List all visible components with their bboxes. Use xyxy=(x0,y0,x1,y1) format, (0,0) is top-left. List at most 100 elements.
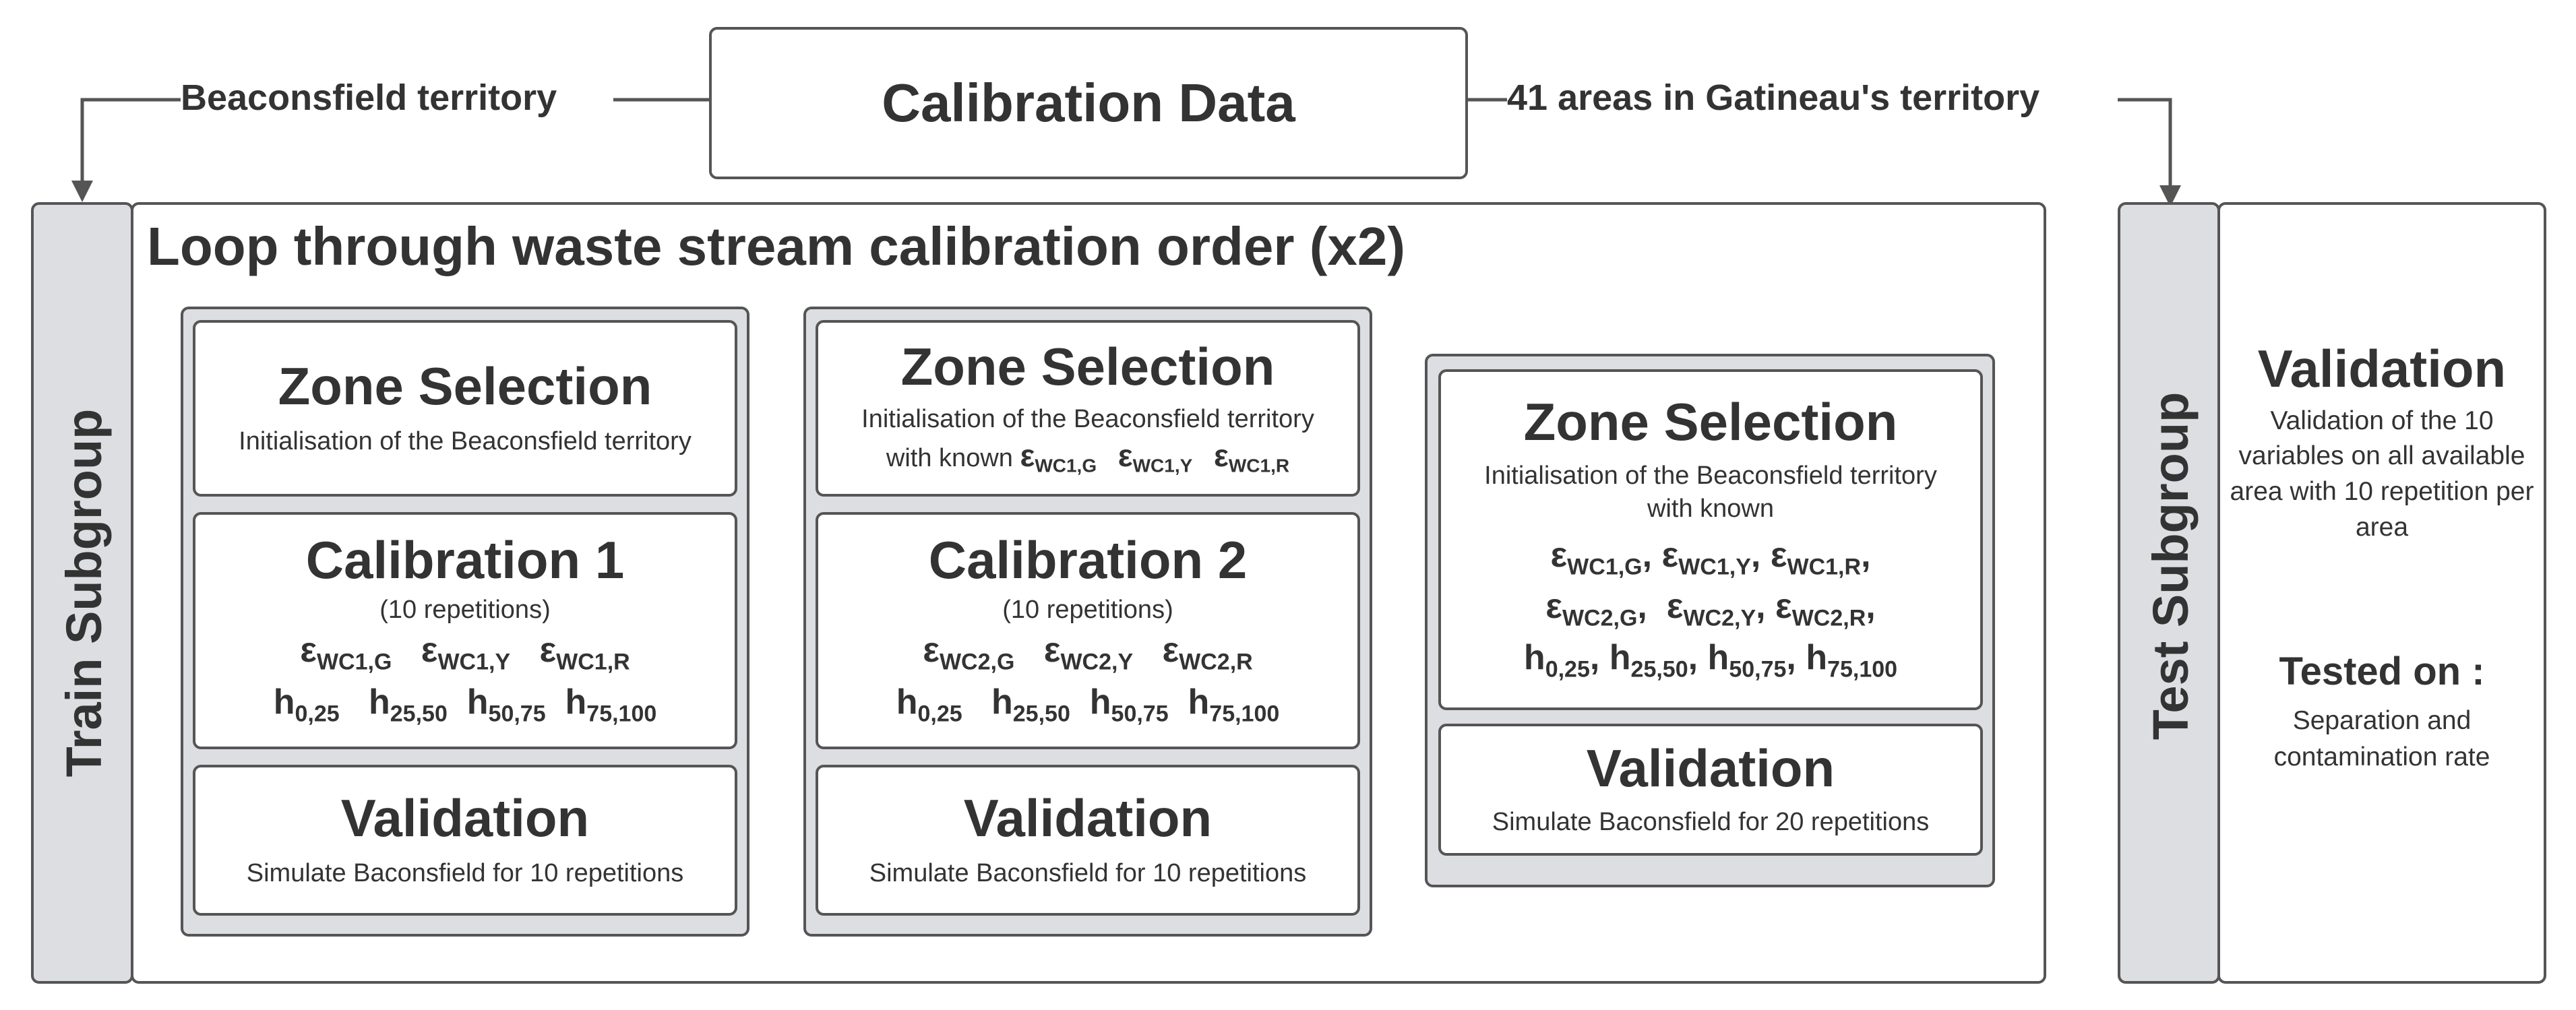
test-val-title: Validation xyxy=(2257,339,2507,398)
connector-right-2 xyxy=(2118,98,2172,185)
stage2-eps-row: εWC2,G εWC2,Y εWC2,R xyxy=(923,627,1252,678)
stage2-calib-title: Calibration 2 xyxy=(928,530,1248,590)
eps-subscript: WC1,R xyxy=(1787,554,1862,580)
train-subgroup-label: Train Subgroup xyxy=(56,408,112,778)
eps-subscript: WC1,R xyxy=(1228,455,1290,476)
eps-symbol: ε xyxy=(1043,631,1061,670)
gatineau-areas-label: 41 areas in Gatineau's territory xyxy=(1507,77,2040,118)
calibration-data-box: Calibration Data xyxy=(709,27,1468,179)
stage2-calib-reps: (10 repetitions) xyxy=(1002,595,1173,624)
test-subgroup-bar xyxy=(2118,202,2220,984)
eps-subscript: WC1,Y xyxy=(1678,554,1751,580)
stage2-zone-text-1: Initialisation of the Beaconsfield terri… xyxy=(861,404,1314,433)
stage3-eps1-row: εWC1,G, εWC1,Y, εWC1,R, xyxy=(1550,535,1871,580)
stage2-h-row: h0,25 h25,50 h50,75 h75,100 xyxy=(896,678,1280,730)
eps-symbol: ε xyxy=(1545,587,1562,627)
calibration-data-title: Calibration Data xyxy=(882,73,1295,133)
arrowhead-test xyxy=(2159,185,2181,207)
eps-symbol: ε xyxy=(1666,587,1684,627)
arrowhead-train xyxy=(71,181,93,202)
stage2-calibration: Calibration 2 (10 repetitions) εWC2,G εW… xyxy=(816,512,1360,749)
h-subscript: 0,25 xyxy=(295,700,340,726)
stage1-zone-title: Zone Selection xyxy=(278,356,652,416)
eps-subscript: WC1,G xyxy=(316,649,392,675)
eps-subscript: WC2,G xyxy=(939,649,1015,675)
h-subscript: 75,100 xyxy=(586,700,657,726)
tested-on-text: Separation and contamination rate xyxy=(2273,705,2490,772)
test-panel xyxy=(2217,202,2546,984)
stage2-val-title: Validation xyxy=(963,788,1213,848)
eps-subscript: WC1,G xyxy=(1035,455,1097,476)
h-symbol: h xyxy=(1523,638,1545,678)
stage1-calibration: Calibration 1 (10 repetitions) εWC1,G εW… xyxy=(193,512,737,749)
eps-symbol: ε xyxy=(1162,631,1179,670)
stage1-zone-text: Initialisation of the Beaconsfield terri… xyxy=(239,427,692,456)
h-symbol: h xyxy=(1707,638,1729,678)
h-subscript: 25,50 xyxy=(1012,700,1070,726)
stage1-eps-row: εWC1,G εWC1,Y εWC1,R xyxy=(300,627,630,678)
eps-symbol: ε xyxy=(539,631,557,670)
loop-title: Loop through waste stream calibration or… xyxy=(147,216,1405,276)
stage3-val-title: Validation xyxy=(1586,738,1835,798)
h-subscript: 50,75 xyxy=(1729,656,1787,683)
h-subscript: 25,50 xyxy=(390,700,448,726)
h-subscript: 25,50 xyxy=(1630,656,1688,683)
eps-symbol: ε xyxy=(1214,438,1229,474)
stage1-validation: Validation Simulate Baconsfield for 10 r… xyxy=(193,765,737,916)
stage1-val-text: Simulate Baconsfield for 10 repetitions xyxy=(246,859,684,888)
stage3-eps2-row: εWC2,G, εWC2,Y, εWC2,R, xyxy=(1545,587,1876,631)
h-subscript: 75,100 xyxy=(1209,700,1280,726)
test-tested-block: Tested on : Separation and contamination… xyxy=(2224,650,2540,785)
eps-symbol: ε xyxy=(1770,535,1787,575)
eps-subscript: WC2,Y xyxy=(1683,605,1756,631)
h-subscript: 50,75 xyxy=(488,700,546,726)
h-subscript: 75,100 xyxy=(1827,656,1898,683)
eps-symbol: ε xyxy=(300,631,317,670)
h-symbol: h xyxy=(466,682,489,722)
eps-subscript: WC1,R xyxy=(556,649,630,675)
h-symbol: h xyxy=(1806,638,1828,678)
stage2-validation: Validation Simulate Baconsfield for 10 r… xyxy=(816,765,1360,916)
stage2-zone-selection: Zone Selection Initialisation of the Bea… xyxy=(816,320,1360,497)
stage3-validation: Validation Simulate Baconsfield for 20 r… xyxy=(1438,724,1983,856)
stage1-val-title: Validation xyxy=(340,788,590,848)
eps-symbol: ε xyxy=(1661,535,1679,575)
stage3-val-text: Simulate Baconsfield for 20 repetitions xyxy=(1492,808,1930,837)
test-subgroup-label: Test Subgroup xyxy=(2143,391,2199,740)
stage1-h-row: h0,25 h25,50 h50,75 h75,100 xyxy=(274,678,657,730)
eps-subscript: WC1,Y xyxy=(437,649,511,675)
eps-subscript: WC1,Y xyxy=(1132,455,1193,476)
h-subscript: 0,25 xyxy=(1545,656,1590,683)
eps-symbol: ε xyxy=(1775,587,1792,627)
stage2-zone-text-2-row: with known εWC1,G εWC1,Y εWC1,R xyxy=(886,436,1289,478)
stage3-zone-selection: Zone Selection Initialisation of the Bea… xyxy=(1438,369,1983,710)
stage1-calib-reps: (10 repetitions) xyxy=(379,595,551,624)
eps-symbol: ε xyxy=(1020,438,1035,474)
h-symbol: h xyxy=(1089,682,1111,722)
test-val-text: Validation of the 10 variables on all av… xyxy=(2230,406,2534,542)
h-subscript: 0,25 xyxy=(917,700,962,726)
h-symbol: h xyxy=(369,682,390,722)
stage3-zone-text-2: with known xyxy=(1647,495,1774,524)
stage3-h-row: h0,25, h25,50, h50,75, h75,100 xyxy=(1523,638,1898,683)
h-symbol: h xyxy=(991,682,1013,722)
stage2-zone-text-2: with known xyxy=(886,444,1013,473)
connector-left-2 xyxy=(80,98,181,181)
stage1-zone-selection: Zone Selection Initialisation of the Bea… xyxy=(193,320,737,497)
stage1-calib-title: Calibration 1 xyxy=(305,530,625,590)
h-symbol: h xyxy=(1188,682,1210,722)
eps-subscript: WC2,Y xyxy=(1060,649,1134,675)
stage3-zone-text-1: Initialisation of the Beaconsfield terri… xyxy=(1484,462,1937,491)
eps-subscript: WC1,G xyxy=(1567,554,1643,580)
beaconsfield-territory-label: Beaconsfield territory xyxy=(181,77,557,118)
tested-on-title: Tested on : xyxy=(2279,650,2485,693)
h-subscript: 50,75 xyxy=(1111,700,1169,726)
eps-subscript: WC2,G xyxy=(1562,605,1638,631)
stage2-zone-title: Zone Selection xyxy=(900,336,1275,396)
eps-symbol: ε xyxy=(421,631,438,670)
test-validation-block: Validation Validation of the 10 variable… xyxy=(2224,340,2540,569)
eps-symbol: ε xyxy=(1117,438,1133,474)
h-symbol: h xyxy=(565,682,587,722)
eps-symbol: ε xyxy=(1550,535,1568,575)
eps-subscript: WC2,R xyxy=(1791,605,1866,631)
